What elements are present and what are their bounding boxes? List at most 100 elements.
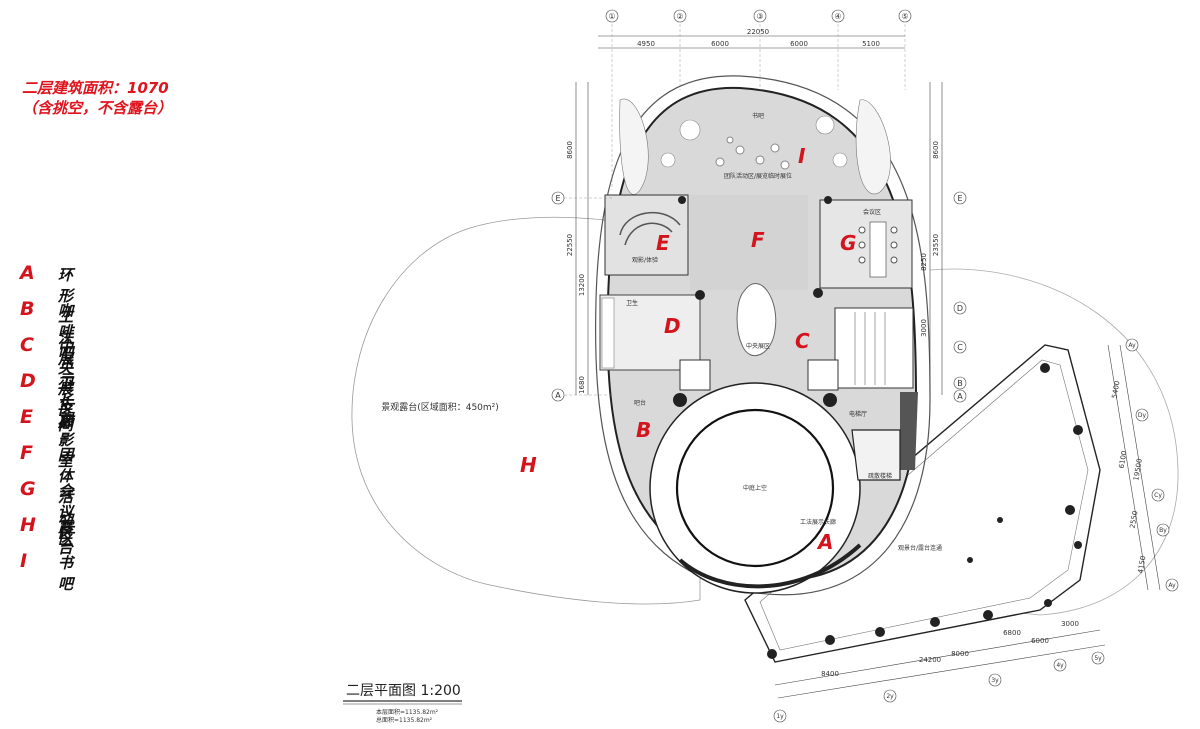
bottom-dim-row2-1: 8000 (951, 650, 969, 658)
left-dim-4: 1680 (578, 376, 586, 394)
far-right-dim-4: 2550 (1129, 510, 1140, 529)
room-label-bar: 吧台 (634, 399, 646, 407)
far-right-axis-2: Dy (1138, 412, 1147, 419)
room-label-elevator: 电梯厅 (849, 410, 867, 418)
top-dim-3: 6000 (790, 40, 808, 48)
room-label-stair: 疏散楼梯 (868, 472, 892, 480)
bottom-dim-row3-2: 24200 (919, 656, 941, 664)
top-axis-3: ③ (756, 12, 763, 21)
legend-letter: G (20, 478, 36, 500)
floor-area-line2: （含挑空，不含露台） (22, 99, 173, 117)
legend-letter: H (20, 514, 36, 536)
far-right-dim-5: 4150 (1137, 555, 1148, 574)
right-dim-2: 23550 (932, 234, 940, 256)
top-axis-4: ④ (834, 12, 841, 21)
zone-letter-g: G (840, 231, 856, 255)
top-dim-2: 6000 (711, 40, 729, 48)
area-note-2: 总面积=1135.82m² (376, 716, 433, 724)
top-axis-5: ⑤ (901, 12, 908, 21)
floor-area-line1: 二层建筑面积：1070 (22, 79, 169, 97)
bottom-axis-bubbles: 1y 2y 3y 4y 5y (773, 651, 1105, 723)
top-axis-2: ② (676, 12, 683, 21)
right-dim-1: 8600 (932, 141, 940, 159)
room-label-atrium: 中庭上空 (743, 484, 767, 492)
legend-label: 书吧 (58, 554, 74, 593)
legend-label: 会议区 (58, 482, 74, 542)
legend-letter: D (20, 370, 36, 392)
legend-label: 咖啡吧 (58, 302, 74, 362)
drawing-title: 二层平面图 1:200 (346, 683, 461, 699)
legend-label: 露台 (58, 518, 74, 557)
room-label-toilet: 卫生 (626, 299, 638, 307)
room-label-reading: 书吧 (752, 112, 764, 120)
zone-letter-i: I (798, 144, 806, 168)
zone-letter-e: E (656, 231, 670, 255)
right-axis-a: A (957, 392, 963, 401)
bottom-axis-5: 5y (1094, 655, 1102, 662)
bottom-dim-row1-1: 6800 (1003, 629, 1021, 637)
bottom-dim-row3-1: 8400 (821, 670, 839, 678)
zone-letter-d: D (664, 314, 681, 338)
east-terrace-outline (899, 268, 1179, 616)
legend-letter: F (20, 442, 33, 464)
legend-letter: E (20, 406, 33, 428)
top-dim-4: 5100 (862, 40, 880, 48)
far-right-dim-1: 5400 (1111, 380, 1122, 399)
bottom-axis-1: 1y (776, 713, 784, 720)
atrium-void (675, 408, 835, 568)
left-dim-3: 13200 (578, 274, 586, 296)
lower-deck (744, 344, 1101, 663)
far-right-axis-5: Ay (1168, 582, 1176, 589)
room-label-meeting: 会议区 (863, 208, 881, 216)
room-label-hall: 中央展区 (746, 342, 770, 350)
left-axis-e: E (555, 194, 560, 203)
top-axis-1: ① (608, 12, 615, 21)
left-axis-a: A (555, 391, 561, 400)
room-label-cinema: 观影/体验 (632, 256, 658, 264)
top-dim-1: 4950 (637, 40, 655, 48)
bottom-axis-2: 2y (886, 693, 894, 700)
room-label-activity: 团队活动区/展览临时展位 (724, 172, 792, 180)
right-dim-3: 8250 (920, 253, 928, 271)
bottom-axis-4: 4y (1056, 662, 1064, 669)
zone-letter-a: A (816, 530, 833, 554)
right-axis-c: C (957, 343, 963, 352)
left-dim-2: 22550 (566, 234, 574, 256)
room-label-corridor: 工法展示长廊 (800, 518, 836, 526)
legend-label: 团体活动区 (58, 446, 74, 548)
zone-letter-b: B (636, 418, 651, 442)
right-dim-4: 3000 (920, 319, 928, 337)
right-axis-e: E (957, 194, 962, 203)
terrace-area-label: 景观露台(区域面积：450m²) (381, 401, 499, 413)
legend-label: 环形工法展示长廊 (58, 266, 74, 431)
legend-label: 卫生间 (58, 374, 74, 434)
bottom-dim-row1-2: 3000 (1061, 620, 1079, 628)
legend-letter: A (20, 262, 35, 284)
area-note-1: 本层面积=1135.82m² (376, 708, 439, 716)
right-axis-bubbles: E D C B A (953, 191, 967, 403)
floor-area-heading: 二层建筑面积：1070 （含挑空，不含露台） (22, 78, 172, 118)
zone-letter-h: H (520, 453, 537, 477)
legend-label: 中央展区 (58, 338, 74, 419)
far-right-dim-3: 19500 (1132, 458, 1144, 481)
top-axis-bubbles: ① ② ③ ④ ⑤ (605, 9, 912, 23)
zone-letter-c: C (795, 329, 810, 353)
legend-letter: C (20, 334, 34, 356)
zone-letter-f: F (751, 228, 765, 252)
bottom-dim-row2-2: 6000 (1031, 637, 1049, 645)
legend-letter: B (20, 298, 35, 320)
right-axis-d: D (957, 304, 963, 313)
far-right-dim-2: 6100 (1118, 450, 1129, 469)
right-axis-b: B (957, 379, 963, 388)
far-right-axis-3: Cy (1154, 492, 1162, 499)
left-dim-1: 8600 (566, 141, 574, 159)
bottom-axis-3: 3y (991, 677, 999, 684)
legend-letter: I (20, 550, 28, 572)
far-right-axis-bubbles: Ay Dy Cy By Ay (1125, 338, 1179, 592)
legend-label: 观影室 (58, 410, 74, 470)
far-right-axis-4: By (1159, 527, 1167, 534)
top-total-dim: 22050 (747, 28, 769, 36)
room-label-side-note: 观景台/露台连通 (898, 544, 942, 552)
far-right-axis-1: Ay (1128, 342, 1136, 349)
